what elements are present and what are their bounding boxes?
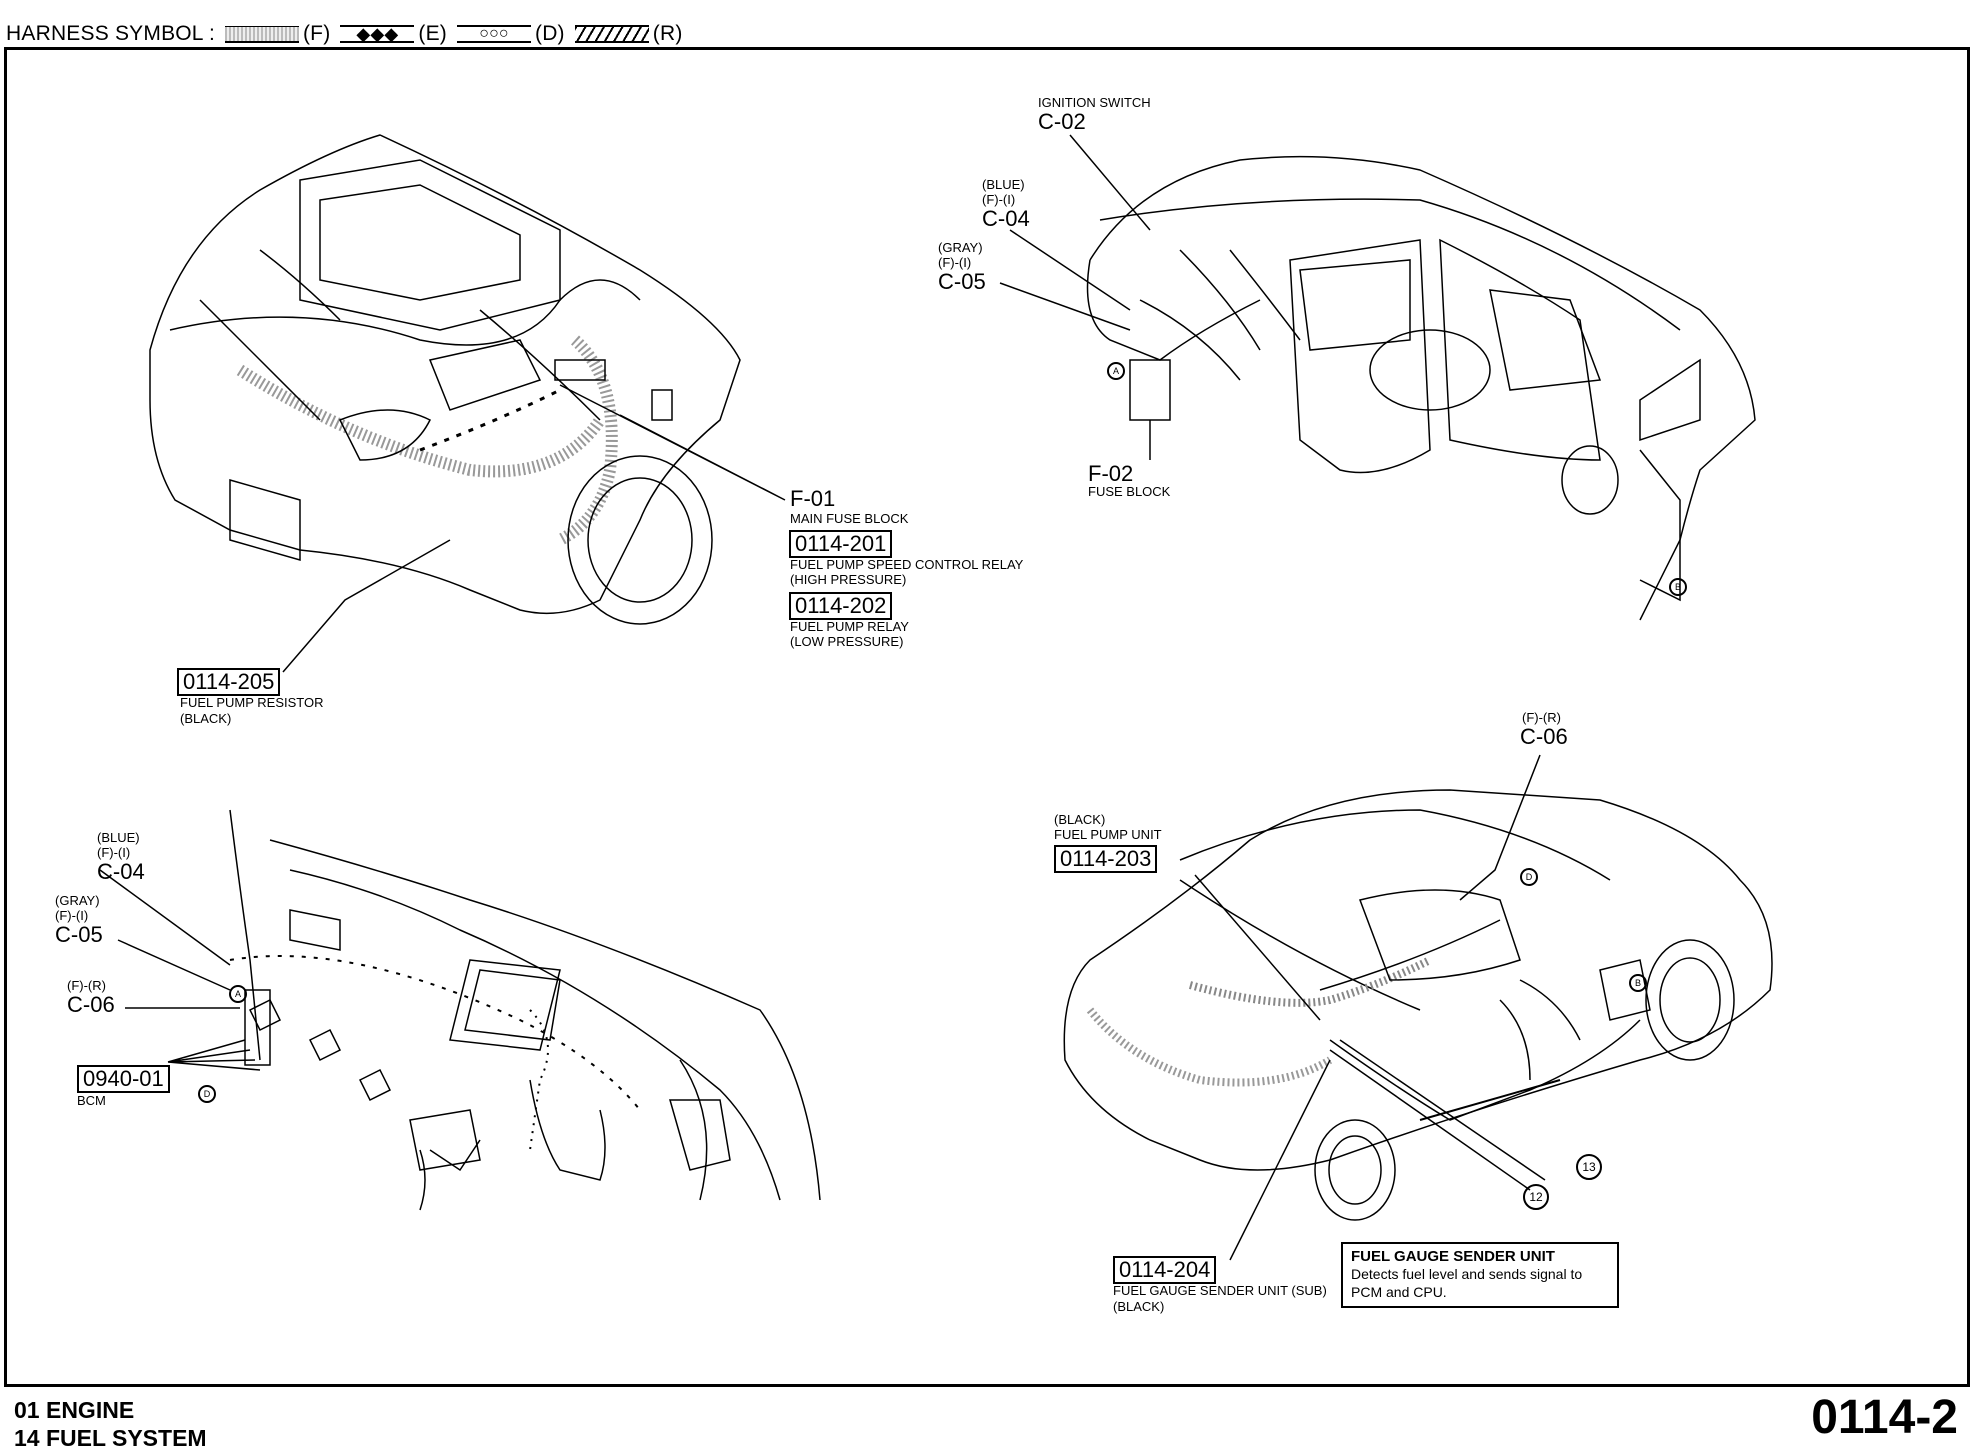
legend-swatch-circles: ○○○	[457, 25, 531, 43]
label-bcm-c05-harness: (F)-(I)	[55, 908, 89, 923]
vehicle-body-drawing	[1063, 789, 1773, 1221]
label-bcm-desc: BCM	[77, 1093, 106, 1108]
leader-bcm-c05	[117, 939, 231, 991]
instrument-panel-drawing	[229, 809, 821, 1211]
label-0114-204-desc2: (BLACK)	[1113, 1299, 1165, 1314]
leader-ground-13	[1339, 1039, 1546, 1181]
legend-code-r: (R)	[652, 22, 683, 45]
leader-ground-12	[1329, 1049, 1531, 1191]
label-body-c06-harness: (F)-(R)	[1522, 710, 1561, 725]
legend-swatch-dotted-band	[224, 25, 299, 43]
legend-title: HARNESS SYMBOL :	[6, 22, 215, 45]
label-bcm-c04-harness: (F)-(I)	[97, 845, 131, 860]
leader-c02	[1069, 134, 1151, 231]
label-bcm-c04-code: C-04	[97, 859, 145, 884]
label-c04-code: C-04	[982, 206, 1030, 231]
fuse-block-f02-shape	[1129, 359, 1171, 421]
note-line2: PCM and CPU.	[1351, 1284, 1447, 1300]
label-bcm-c06-code: C-06	[67, 992, 115, 1017]
label-c05-harness: (F)-(I)	[938, 255, 972, 270]
legend-swatch-hatched	[574, 25, 649, 43]
leader-0114-203	[1194, 874, 1321, 1021]
label-0114-203-color: (BLACK)	[1054, 812, 1106, 827]
part-box-0114-202[interactable]: 0114-202	[789, 592, 893, 620]
label-0114-205-desc1: FUEL PUMP RESISTOR	[180, 695, 324, 710]
legend-swatch-diamonds: ◆◆◆	[340, 25, 415, 43]
body-marker-d-circle: D	[1520, 868, 1538, 886]
label-0114-203-desc: FUEL PUMP UNIT	[1054, 827, 1162, 842]
page-number: 0114-2	[1811, 1391, 1958, 1444]
label-c05-code: C-05	[938, 269, 986, 294]
part-box-0114-201[interactable]: 0114-201	[789, 530, 893, 558]
legend-code-f: (F)	[302, 22, 331, 45]
label-0114-202-desc2: (LOW PRESSURE)	[790, 634, 904, 649]
label-bcm-c04-color: (BLUE)	[97, 830, 140, 845]
label-f01-desc: MAIN FUSE BLOCK	[790, 511, 909, 526]
footer-section-engine: 01 ENGINE	[14, 1397, 135, 1423]
leader-body-c06	[1459, 754, 1541, 901]
label-0114-202-desc1: FUEL PUMP RELAY	[790, 619, 909, 634]
label-0114-204-desc1: FUEL GAUGE SENDER UNIT (SUB)	[1113, 1283, 1327, 1298]
label-bcm-c05-code: C-05	[55, 922, 103, 947]
note-title: FUEL GAUGE SENDER UNIT	[1351, 1248, 1555, 1265]
engine-compartment-drawing	[149, 134, 741, 625]
ground-12-icon: 12	[1523, 1184, 1549, 1210]
label-f02-desc: FUSE BLOCK	[1088, 484, 1171, 499]
label-f01-code: F-01	[790, 486, 836, 511]
leader-c05	[999, 282, 1131, 331]
leader-bcm-0940	[167, 1039, 261, 1071]
part-box-0114-203[interactable]: 0114-203	[1054, 845, 1158, 873]
label-0114-201-desc2: (HIGH PRESSURE)	[790, 572, 907, 587]
label-c02-desc: IGNITION SWITCH	[1038, 95, 1151, 110]
marker-a-circle: A	[1107, 362, 1125, 380]
label-c05-color: (GRAY)	[938, 240, 983, 255]
label-c04-harness: (F)-(I)	[982, 192, 1016, 207]
footer-section-fuel-system: 14 FUEL SYSTEM	[14, 1425, 207, 1451]
diagram-frame	[4, 47, 1970, 1387]
body-marker-b-circle: B	[1629, 974, 1647, 992]
leader-0114-205	[282, 539, 451, 673]
note-line1: Detects fuel level and sends signal to	[1351, 1266, 1583, 1282]
part-box-0114-204[interactable]: 0114-204	[1113, 1256, 1217, 1284]
label-f02-code: F-02	[1088, 461, 1134, 486]
fuel-gauge-sender-note: FUEL GAUGE SENDER UNIT Detects fuel leve…	[1341, 1242, 1619, 1308]
part-box-0114-205[interactable]: 0114-205	[177, 668, 281, 696]
label-bcm-c06-harness: (F)-(R)	[67, 978, 106, 993]
bcm-marker-a-circle: A	[229, 985, 247, 1003]
label-body-c06-code: C-06	[1520, 724, 1568, 749]
legend-code-e: (E)	[418, 22, 447, 45]
label-c02-code: C-02	[1038, 109, 1086, 134]
leader-c04	[1009, 229, 1131, 311]
ground-13-icon: 13	[1576, 1154, 1602, 1180]
marker-b-circle: B	[1669, 578, 1687, 596]
bcm-marker-d-circle: D	[198, 1085, 216, 1103]
part-box-0940-01[interactable]: 0940-01	[77, 1065, 170, 1093]
label-0114-205-desc2: (BLACK)	[180, 711, 232, 726]
leader-bcm-c04	[99, 869, 231, 966]
harness-symbol-legend: HARNESS SYMBOL : (F) ◆◆◆ (E) ○○○ (D) (R)	[6, 22, 683, 46]
label-c04-color: (BLUE)	[982, 177, 1025, 192]
label-0114-201-desc1: FUEL PUMP SPEED CONTROL RELAY	[790, 557, 1024, 572]
dashboard-drawing	[1086, 155, 1756, 621]
legend-code-d: (D)	[535, 22, 565, 45]
label-bcm-c05-color: (GRAY)	[55, 893, 100, 908]
leader-f01	[559, 384, 786, 501]
leader-0114-204	[1229, 1059, 1331, 1261]
